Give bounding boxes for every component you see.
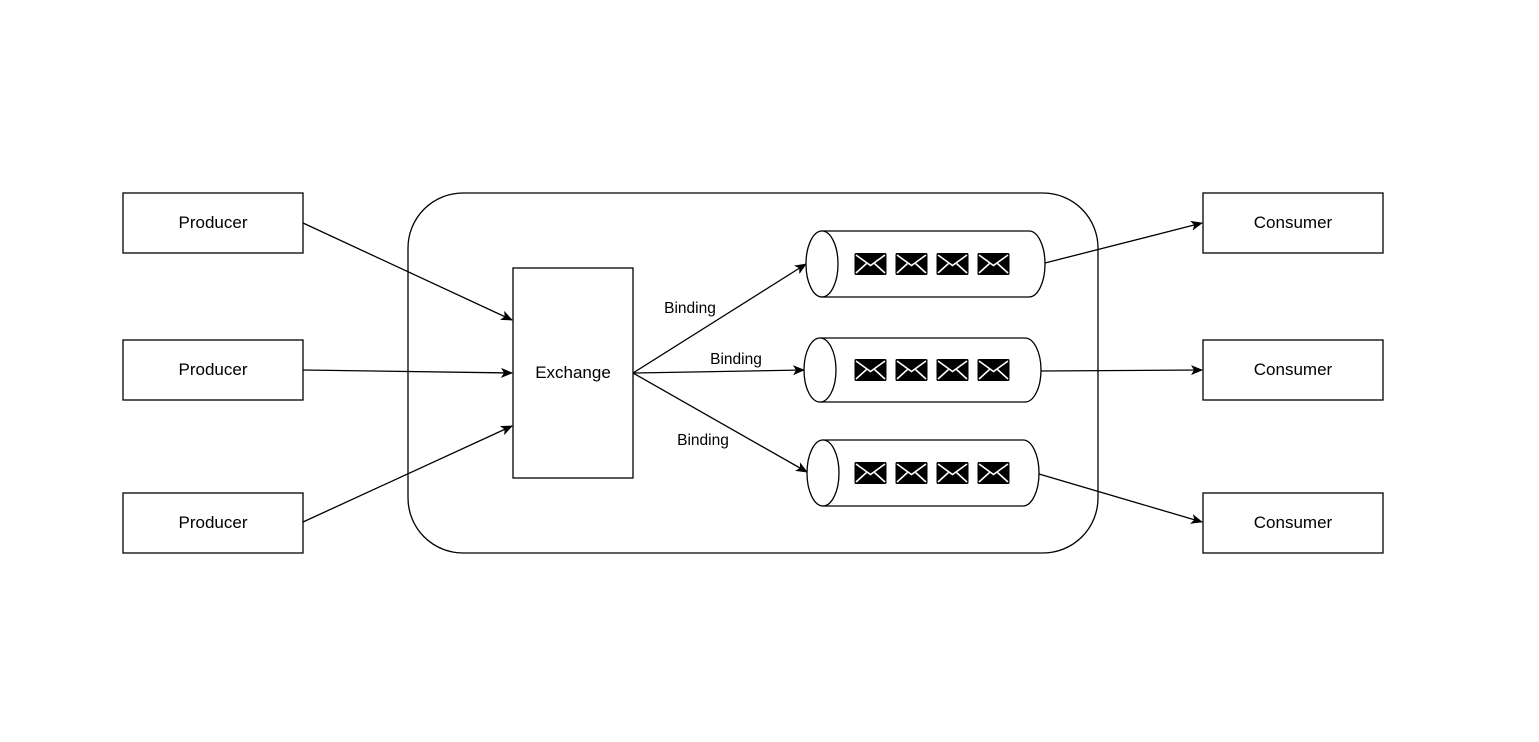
queue-node[interactable] [803, 337, 1042, 403]
producer-label: Producer [179, 360, 248, 379]
consumer-label: Consumer [1254, 213, 1333, 232]
queue-node[interactable] [806, 439, 1040, 507]
binding-label: Binding [677, 432, 729, 449]
exchange-node[interactable]: Exchange [512, 267, 634, 479]
exchange-label: Exchange [535, 363, 611, 382]
producer-node[interactable]: Producer [122, 492, 304, 554]
binding-label: Binding [710, 351, 762, 368]
envelope-icon [895, 253, 928, 275]
envelope-icon [854, 359, 887, 381]
consumer-label: Consumer [1254, 513, 1333, 532]
producer-node[interactable]: Producer [122, 192, 304, 254]
envelope-icon [936, 253, 969, 275]
edge-queue-1-consumer [1044, 220, 1203, 264]
envelope-icon [936, 462, 969, 484]
consumer-node[interactable]: Consumer [1202, 192, 1384, 254]
edge-exchange-queue-2 [632, 365, 805, 376]
producer-label: Producer [179, 213, 248, 232]
edge-producer-2-exchange [302, 367, 513, 378]
envelope-icon [895, 462, 928, 484]
consumer-label: Consumer [1254, 360, 1333, 379]
envelope-icon [895, 359, 928, 381]
envelope-icon [854, 462, 887, 484]
edge-producer-3-exchange [302, 425, 513, 523]
envelope-icon [977, 462, 1010, 484]
edge-queue-2-consumer [1040, 365, 1203, 376]
envelope-icon [936, 359, 969, 381]
consumer-node[interactable]: Consumer [1202, 339, 1384, 401]
consumer-node[interactable]: Consumer [1202, 492, 1384, 554]
edge-exchange-queue-3 [632, 372, 808, 473]
edge-producer-1-exchange [302, 222, 513, 321]
envelope-icon [977, 253, 1010, 275]
envelope-icon [977, 359, 1010, 381]
edge-queue-3-consumer [1038, 473, 1203, 524]
edge-exchange-queue-1 [632, 263, 807, 374]
binding-label: Binding [664, 300, 716, 317]
producer-label: Producer [179, 513, 248, 532]
envelope-icon [854, 253, 887, 275]
queue-node[interactable] [805, 230, 1046, 298]
producer-node[interactable]: Producer [122, 339, 304, 401]
